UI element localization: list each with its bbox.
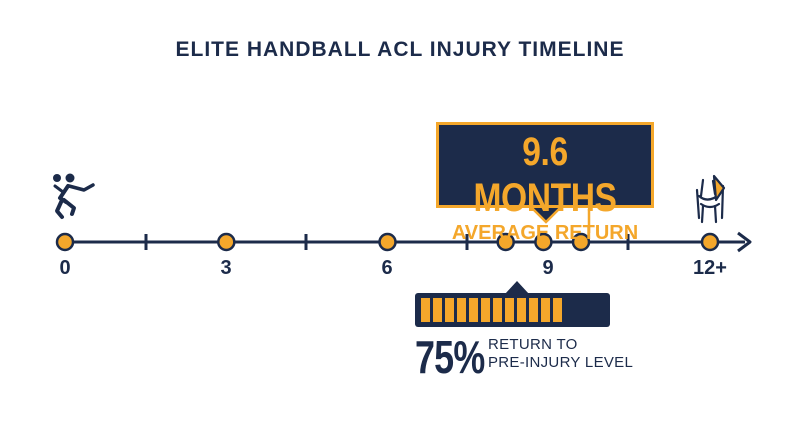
average-return-callout: 9.6 MONTHS AVERAGE RETURN <box>436 122 654 244</box>
tick-label-0: 0 <box>59 257 71 279</box>
progress-segments <box>421 298 604 322</box>
timeline-ticks <box>144 234 630 250</box>
progress-segment <box>529 298 538 322</box>
tick-label-9: 9 <box>542 257 554 279</box>
timeline-marker <box>55 232 75 252</box>
return-caption-line1: RETURN TO <box>488 336 578 353</box>
page-title: ELITE HANDBALL ACL INJURY TIMELINE <box>175 38 625 61</box>
progress-segment <box>541 298 550 322</box>
progress-segment <box>433 298 442 322</box>
progress-segment <box>469 298 478 322</box>
progress-segment <box>493 298 502 322</box>
knee-joint-icon <box>695 174 726 224</box>
callout-value: 9.6 MONTHS <box>473 130 617 220</box>
tick-label-6: 6 <box>381 257 393 279</box>
timeline-marker <box>534 232 553 252</box>
return-caption-line2: PRE-INJURY LEVEL <box>488 354 634 371</box>
tick-label-12-plus: 12+ <box>693 257 727 279</box>
callout-label: AVERAGE RETURN <box>451 222 639 244</box>
timeline-arrowhead <box>737 231 752 253</box>
handball-player-icon <box>53 173 95 219</box>
progress-segment <box>553 298 562 322</box>
tick-label-3: 3 <box>220 257 232 279</box>
progress-segment <box>517 298 526 322</box>
return-percentage: 75% <box>415 331 485 383</box>
timeline-marker <box>496 232 515 252</box>
progress-segment <box>445 298 454 322</box>
progress-segment <box>457 298 466 322</box>
progress-pointer <box>505 281 529 294</box>
timeline-marker <box>571 232 591 252</box>
progress-segment <box>505 298 514 322</box>
return-caption: RETURN TO PRE-INJURY LEVEL <box>488 336 633 372</box>
timeline-markers <box>55 232 720 252</box>
timeline-marker <box>700 232 720 252</box>
return-progress-bar <box>415 293 610 327</box>
progress-segment <box>421 298 430 322</box>
timeline-marker <box>378 232 397 252</box>
progress-segment <box>481 298 490 322</box>
timeline-marker <box>217 232 236 252</box>
